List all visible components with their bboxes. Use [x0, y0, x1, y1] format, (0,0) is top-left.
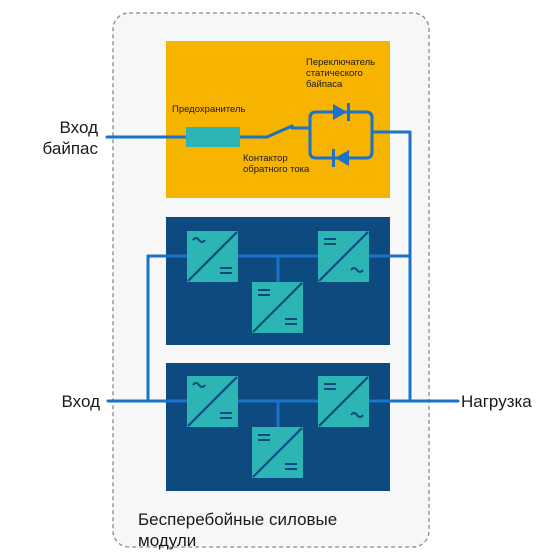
modules-caption: Бесперебойные силовые модули	[138, 510, 338, 550]
fuse-icon	[186, 127, 240, 147]
bypass-block	[166, 41, 390, 198]
wiring	[105, 110, 460, 429]
thyristor-icon-bottom	[332, 149, 349, 167]
load-label: Нагрузка	[461, 392, 532, 411]
input-label: Вход	[61, 392, 100, 411]
dc-dc-converter-icon	[250, 425, 305, 480]
fuse-label: Предохранитель	[172, 104, 246, 115]
ac-dc-converter-icon	[185, 374, 240, 429]
static-switch-loop	[308, 110, 374, 160]
dc-dc-converter-icon	[250, 280, 305, 335]
bypass-input-label: Вход байпас	[42, 118, 98, 158]
ac-dc-converter-icon	[185, 229, 240, 284]
backfeed-contactor-label: Контактор обратного тока	[243, 153, 310, 175]
thyristor-icon-top	[333, 103, 350, 121]
contactor-switch-icon	[265, 124, 294, 139]
static-switch-label: Переключатель статического байпаса	[306, 57, 376, 90]
dc-ac-converter-icon	[316, 374, 371, 429]
dc-ac-converter-icon	[316, 229, 371, 284]
